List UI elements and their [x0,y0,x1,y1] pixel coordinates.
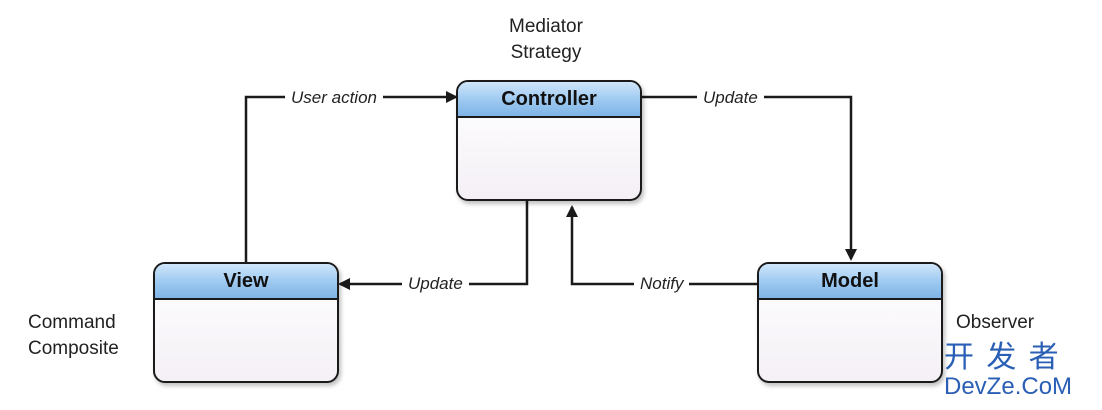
arrow-notify [566,205,757,286]
watermark-line2: DevZe.CoM [944,373,1073,400]
arrow-user-action [244,91,458,264]
controller-roles: Mediator Strategy [476,14,616,66]
model-box: Model [757,262,943,383]
watermark-line1: 开 发 者 [944,341,1061,374]
model-title: Model [759,264,941,300]
role-strategy: Strategy [510,42,582,63]
view-box: View [153,262,339,383]
role-command: Command [28,312,116,333]
label-notify: Notify [634,274,690,294]
label-user-action: User action [285,88,383,108]
controller-box: Controller [456,80,642,201]
controller-title: Controller [458,82,640,118]
role-observer: Observer [956,312,1035,333]
label-update-to-model: Update [697,88,764,108]
role-composite: Composite [28,338,119,359]
view-roles: Command Composite [28,310,119,362]
arrow-update-to-view [338,201,529,290]
arrow-update-to-model [642,95,857,261]
view-title: View [155,264,337,300]
label-update-to-view: Update [402,274,469,294]
role-mediator: Mediator [509,16,583,37]
model-roles: Observer [956,310,1034,336]
watermark-logo: 开 发 者 DevZe.CoM [944,342,1094,400]
